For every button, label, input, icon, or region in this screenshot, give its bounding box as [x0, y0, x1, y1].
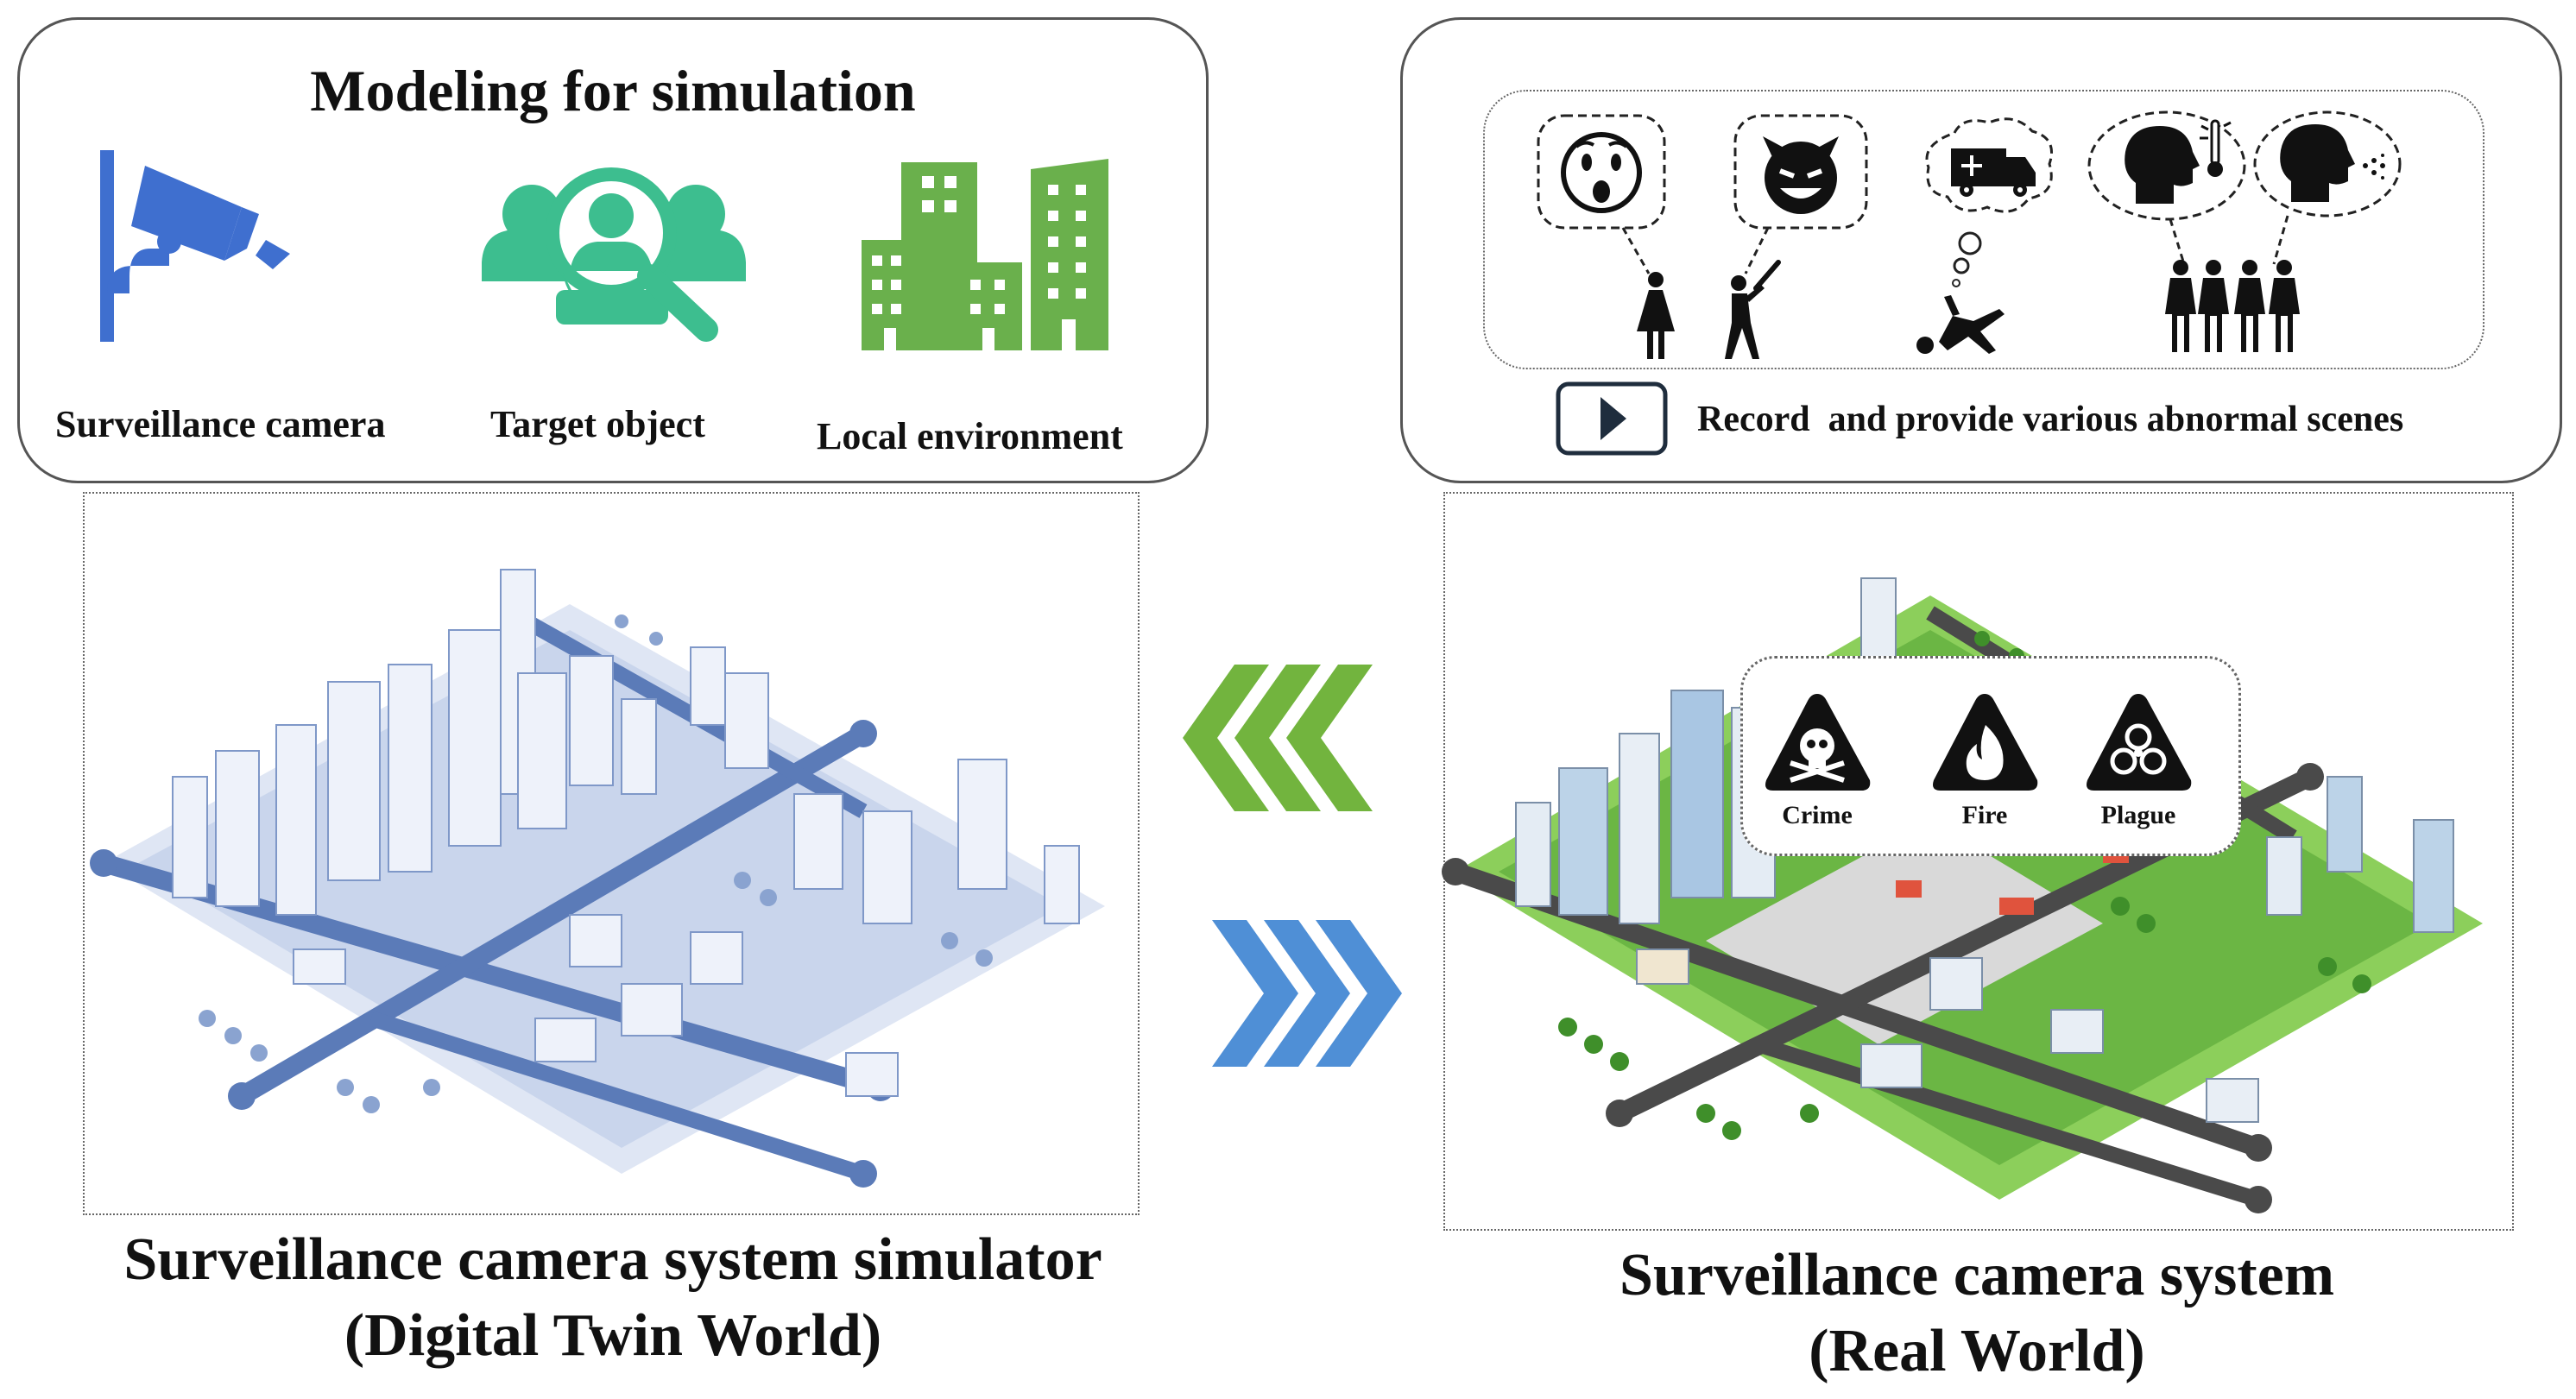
hazard-label-fire: Fire — [1961, 801, 2008, 829]
fever-head-icon — [2087, 110, 2246, 265]
right-caption-line2: (Real World) — [1809, 1318, 2145, 1384]
right-caption-line1: Surveillance camera system — [1619, 1242, 2335, 1308]
scenes-box — [1483, 90, 2484, 369]
digital-twin-frame — [83, 492, 1140, 1215]
devil-face-icon — [1733, 114, 1868, 274]
chevron-right-icon — [1212, 920, 1402, 1067]
surveillance-camera-icon — [100, 150, 290, 342]
fire-icon — [1933, 694, 2038, 791]
attacker-icon — [1725, 260, 1781, 359]
left-caption-line2: (Digital Twin World) — [344, 1302, 882, 1369]
local-environment-label: Local environment — [817, 415, 1123, 457]
hazard-label-plague: Plague — [2100, 801, 2176, 829]
buildings-icon — [862, 159, 1108, 350]
skull-crossbones-icon — [1765, 694, 1871, 791]
surprised-face-icon — [1537, 114, 1666, 274]
real-world-city-map — [1442, 577, 2483, 1213]
biohazard-icon — [2087, 694, 2192, 791]
modeling-title: Modeling for simulation — [310, 58, 916, 123]
play-icon — [1556, 381, 1668, 456]
target-object-icon — [482, 167, 746, 342]
hazard-label-crime: Crime — [1782, 801, 1853, 829]
real-world-frame — [1443, 492, 2514, 1231]
fallen-person-icon — [1916, 295, 2005, 354]
chevron-left-icon — [1183, 665, 1373, 811]
cough-head-icon — [2253, 110, 2402, 265]
left-caption-line1: Surveillance camera system simulator — [123, 1226, 1102, 1293]
ambulance-icon — [1925, 117, 2053, 287]
target-object-label: Target object — [490, 403, 705, 445]
woman-icon — [1637, 272, 1675, 359]
digital-twin-city-map — [90, 569, 1105, 1188]
crowd-icon — [2165, 260, 2300, 352]
scenes-caption: Record and provide various abnormal scen… — [1697, 400, 2404, 439]
camera-label: Surveillance camera — [55, 403, 386, 445]
